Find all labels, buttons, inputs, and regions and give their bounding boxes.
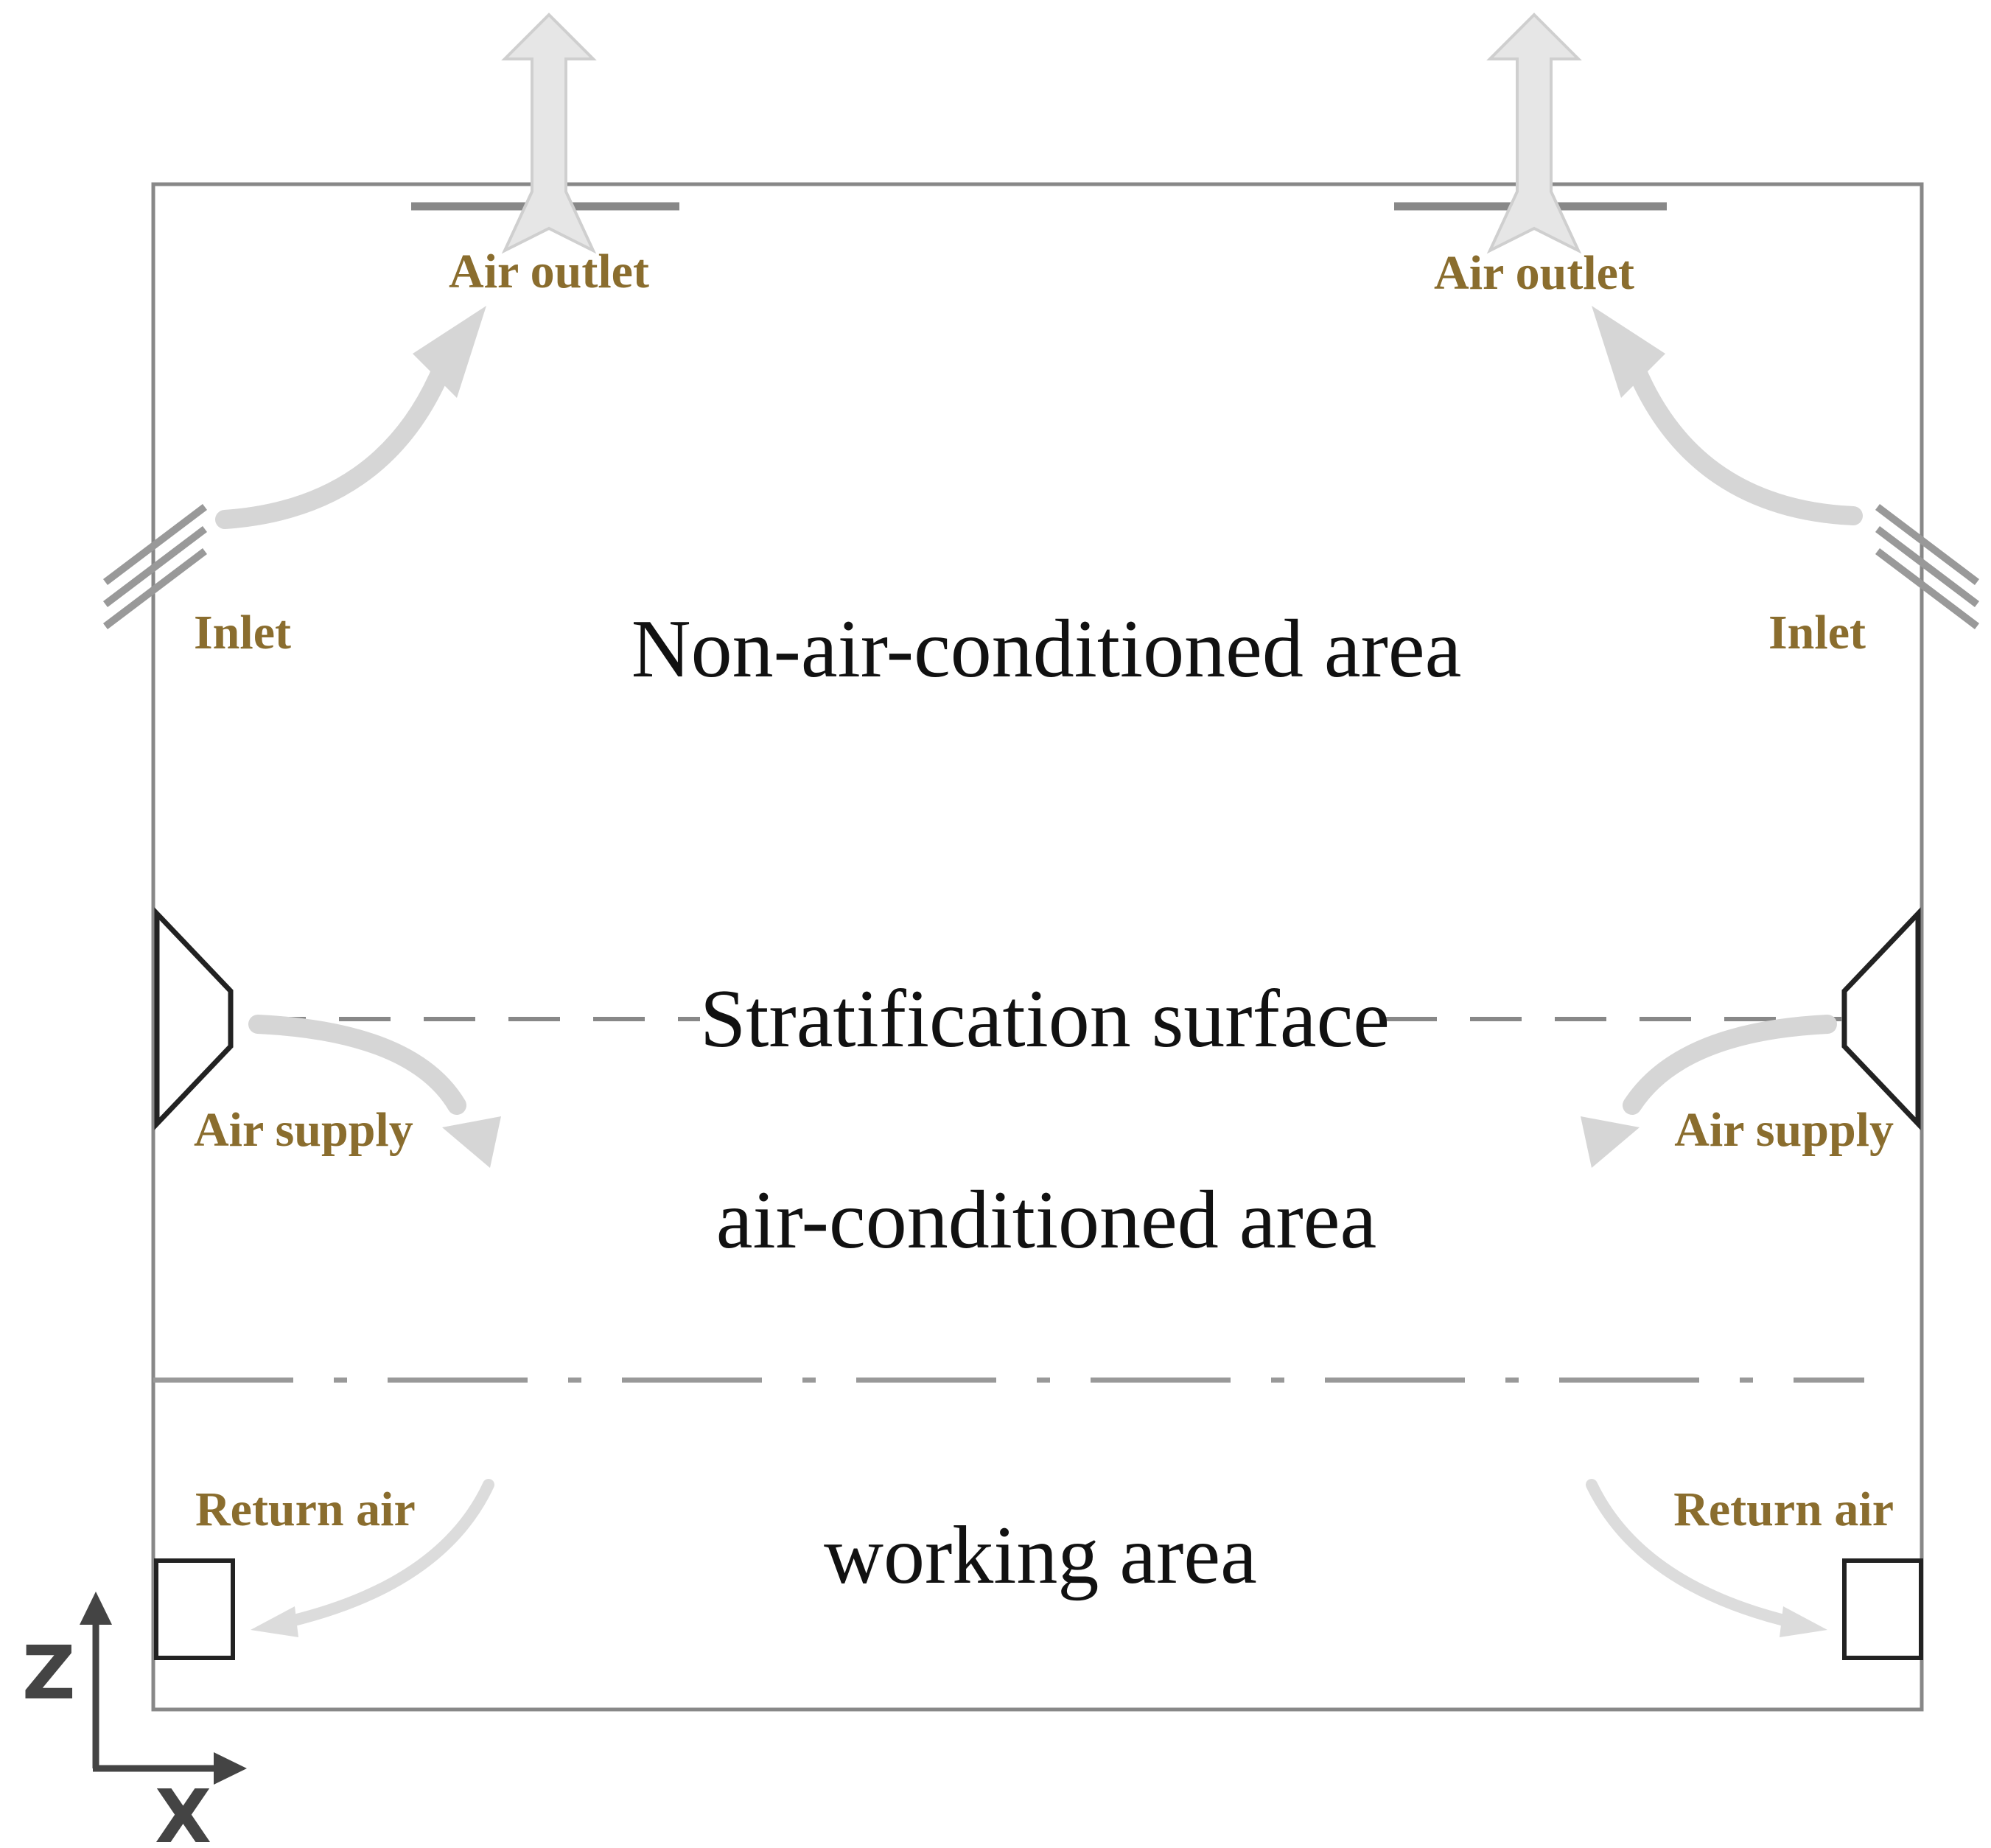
room-outline: [151, 182, 1924, 1712]
flow-arrow-supply-left: [248, 1015, 466, 1115]
air-supply-diffuser-left: [154, 907, 234, 1130]
x-axis-arrowhead: [214, 1752, 247, 1785]
flow-arrowhead-return-left: [251, 1606, 298, 1637]
inlet-louver-left: [102, 504, 208, 629]
non-air-conditioned-area-label: Non-air-conditioned area: [631, 603, 1462, 695]
z-axis-arrowhead: [80, 1592, 112, 1625]
air-supply-diffuser-right: [1841, 907, 1921, 1130]
return-air-label-left: Return air: [195, 1483, 416, 1536]
air-supply-label-left: Air supply: [194, 1103, 413, 1157]
exhaust-arrow-right: [1486, 13, 1582, 254]
return-air-label-right: Return air: [1673, 1483, 1894, 1536]
flow-arrowhead-inlet-to-outlet-right: [1592, 306, 1665, 398]
flow-arrowhead-supply-left: [442, 1116, 501, 1168]
inlet-label-right: Inlet: [1768, 606, 1866, 659]
flow-arrowhead-inlet-to-outlet-left: [413, 306, 486, 398]
air-supply-label-right: Air supply: [1674, 1103, 1894, 1157]
flow-arrow-inlet-to-outlet-left: [215, 359, 452, 529]
z-axis-label: Z: [22, 1630, 76, 1716]
x-axis-label: X: [155, 1774, 211, 1848]
air-outlet-label-right: Air outlet: [1434, 246, 1634, 300]
flow-arrowhead-supply-right: [1581, 1116, 1640, 1168]
flow-arrowhead-return-right: [1780, 1606, 1827, 1637]
return-air-box-left: [154, 1558, 235, 1660]
flow-arrow-return-left: [285, 1479, 494, 1627]
inlet-label-left: Inlet: [194, 606, 291, 659]
exhaust-arrow-left: [501, 13, 597, 254]
air-outlet-label-left: Air outlet: [449, 245, 649, 298]
flow-arrow-return-right: [1586, 1479, 1793, 1627]
working-area-label: working area: [824, 1510, 1257, 1601]
air-conditioned-area-label: air-conditioned area: [716, 1175, 1376, 1266]
inlet-louver-right: [1875, 504, 1980, 629]
return-air-box-right: [1842, 1558, 1923, 1660]
flow-arrow-supply-right: [1623, 1015, 1837, 1115]
flow-arrow-inlet-to-outlet-right: [1626, 359, 1863, 525]
stratification-surface-label: Stratification surface: [700, 973, 1390, 1065]
